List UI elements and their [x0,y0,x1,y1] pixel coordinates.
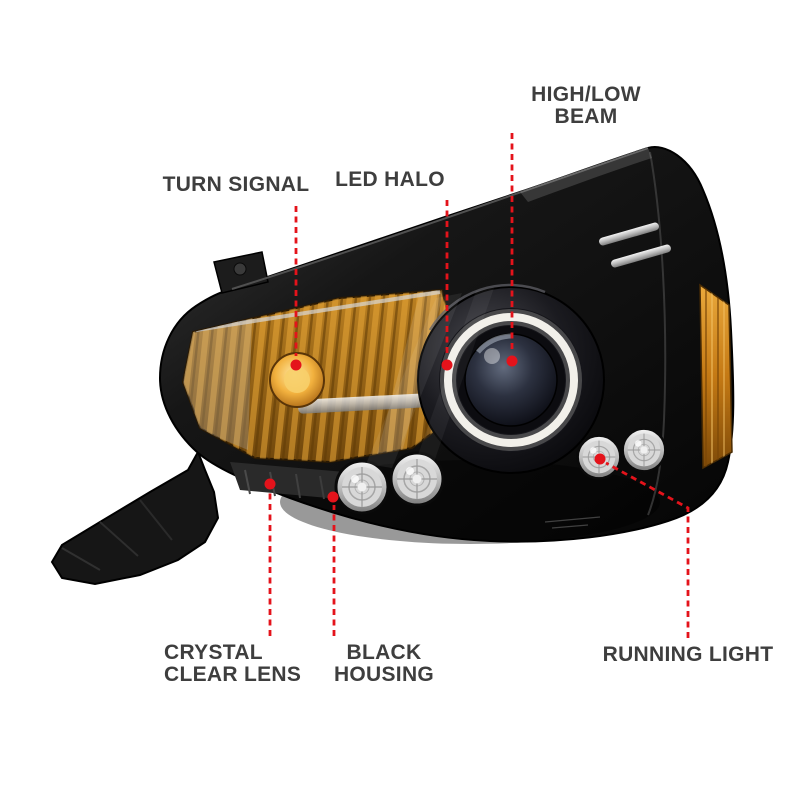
clear-lens-band [230,462,350,500]
label-high-low-beam-line2: BEAM [554,105,618,128]
label-crystal-clear-lens: CRYSTAL CLEAR LENS [164,641,302,686]
label-running-light-text: RUNNING LIGHT [602,643,774,666]
lens-glare [366,148,652,468]
side-marker-amber [699,283,733,470]
lens-markings [544,516,601,529]
label-crystal-clear-lens-line1: CRYSTAL [164,641,263,664]
label-crystal-clear-lens-line2: CLEAR LENS [164,663,302,686]
label-running-light: RUNNING LIGHT [602,644,774,666]
label-led-halo: LED HALO [330,169,450,191]
label-led-halo-text: LED HALO [335,168,445,191]
label-black-housing-line1: BLACK [346,641,422,664]
label-black-housing-line2: HOUSING [333,663,435,686]
turn-signal-reflector [181,288,456,464]
label-turn-signal: TURN SIGNAL [155,174,317,196]
label-high-low-beam: HIGH/LOW BEAM [512,84,660,128]
projector-assembly [417,283,605,474]
label-turn-signal-text: TURN SIGNAL [162,173,310,196]
housing-top-highlight [231,147,649,290]
headlight-group [50,146,735,586]
label-black-housing: BLACK HOUSING [333,642,435,686]
top-led-strips [599,222,671,268]
label-high-low-beam-line1: HIGH/LOW [531,83,641,106]
mounting-bracket [50,449,220,586]
